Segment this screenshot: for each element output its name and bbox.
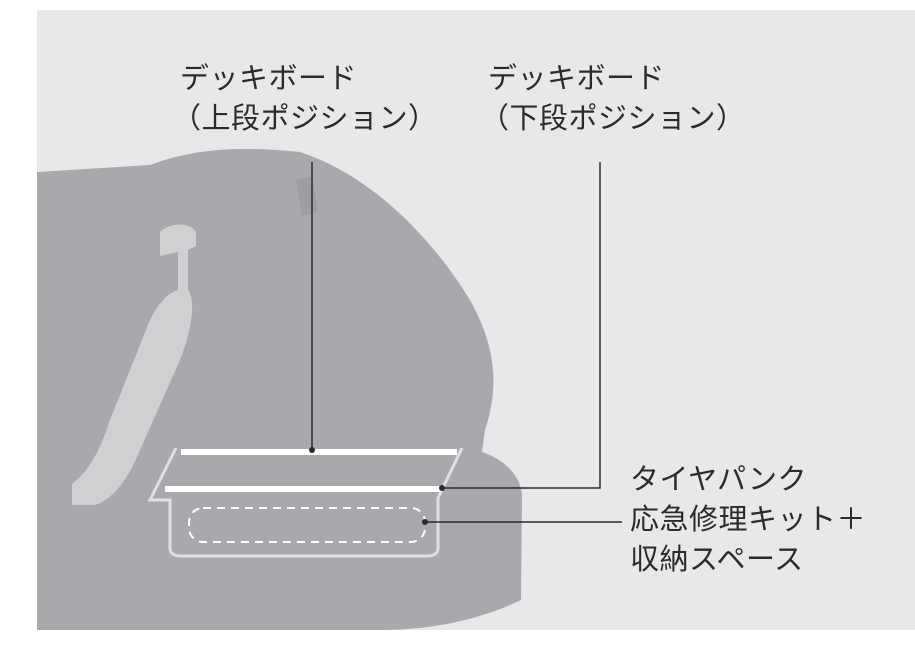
deck-board-lower <box>165 486 441 492</box>
label-lower-line2: （下段ポジション） <box>480 101 746 135</box>
deck-board-upper <box>181 449 457 455</box>
label-storage-space: タイヤパンク 応急修理キット＋ 収納スペース <box>630 459 866 579</box>
label-storage-line1: タイヤパンク <box>630 462 808 496</box>
leader-dot-lower <box>439 485 445 491</box>
label-upper-line1: デッキボード <box>180 61 358 95</box>
leader-dot-upper <box>309 447 315 453</box>
label-lower-line1: デッキボード <box>488 61 666 95</box>
leader-line-lower <box>442 162 601 489</box>
label-upper-line2: （上段ポジション） <box>172 101 438 135</box>
car-body-silhouette <box>37 148 522 630</box>
storage-space-dashed <box>188 507 426 543</box>
label-deck-board-lower: デッキボード （下段ポジション） <box>480 58 746 138</box>
cargo-well-outline <box>147 447 464 558</box>
label-storage-line2: 応急修理キット＋ <box>630 502 867 536</box>
label-deck-board-upper: デッキボード （上段ポジション） <box>172 58 438 138</box>
seat-outline <box>72 224 196 505</box>
leader-dot-storage <box>422 519 428 525</box>
label-storage-line3: 収納スペース <box>630 542 804 576</box>
